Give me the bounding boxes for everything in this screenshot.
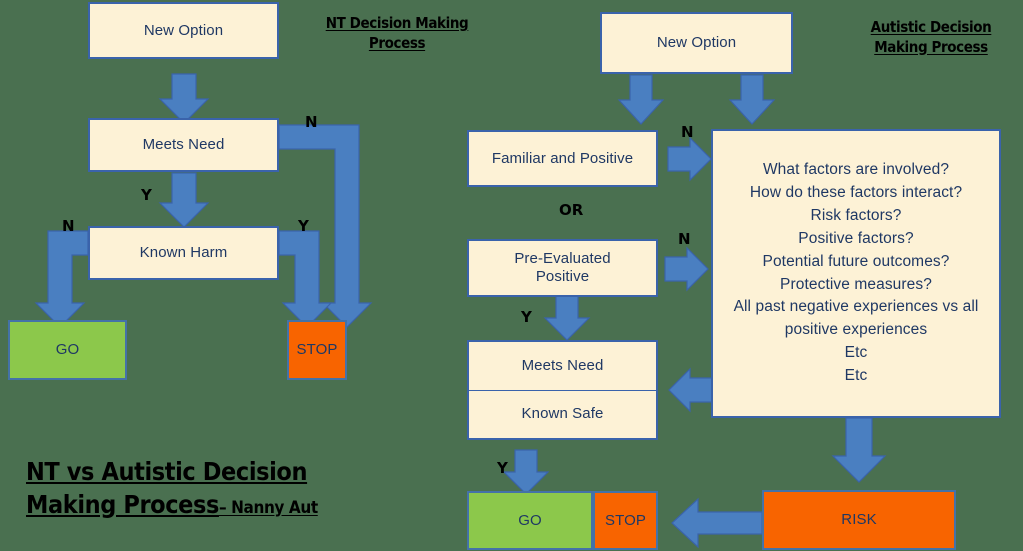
nt-go-box[interactable]: GO bbox=[8, 320, 127, 380]
aut-factor-line: Etc bbox=[844, 367, 868, 385]
nt-label-known-harm-yes: Y bbox=[298, 217, 309, 235]
nt-stop-box[interactable]: STOP bbox=[287, 320, 347, 380]
aut-factor-line: Potential future outcomes? bbox=[762, 252, 950, 270]
arrow-aut-knownsafe-yes-to-go bbox=[502, 449, 550, 495]
aut-factor-line: Risk factors? bbox=[810, 206, 902, 224]
nt-label-meets-need-no: N bbox=[305, 113, 318, 131]
arrow-aut-preeval-no-to-factors bbox=[664, 246, 709, 292]
aut-factor-line: How do these factors interact? bbox=[749, 183, 963, 201]
aut-label-familiar-no: N bbox=[681, 123, 694, 141]
arrow-nt-knownharm-no-to-go bbox=[34, 230, 89, 328]
arrow-nt-knownharm-yes-to-stop bbox=[278, 230, 333, 328]
arrow-nt-meetsneed-to-knownharm bbox=[158, 172, 210, 228]
aut-meets-need-known-safe-box[interactable]: Meets Need Known Safe bbox=[467, 340, 658, 440]
arrow-nt-meetsneed-no-to-stop bbox=[278, 124, 373, 328]
nt-meets-need-box[interactable]: Meets Need bbox=[88, 118, 279, 172]
aut-factor-line: Positive factors? bbox=[798, 229, 914, 247]
nt-label-meets-need-yes: Y bbox=[141, 186, 152, 204]
aut-stop-box[interactable]: STOP bbox=[593, 491, 658, 550]
aut-process-title-line1: Autistic Decision bbox=[870, 18, 992, 36]
nt-process-title-line1: NT Decision Making bbox=[325, 14, 469, 32]
arrow-aut-risk-to-gostop bbox=[671, 497, 763, 549]
aut-pre-evaluated-positive-box[interactable]: Pre-Evaluated Positive bbox=[467, 239, 658, 297]
aut-factor-line: Protective measures? bbox=[780, 275, 932, 293]
aut-factor-line: Etc bbox=[844, 344, 868, 362]
aut-process-title: Autistic Decision Making Process bbox=[841, 18, 1021, 58]
arrow-aut-newoption-to-familiar bbox=[617, 74, 665, 125]
aut-known-safe-cell[interactable]: Known Safe bbox=[521, 405, 604, 423]
aut-factor-line: What factors are involved? bbox=[762, 160, 950, 178]
arrow-aut-factors-to-risk bbox=[831, 417, 887, 483]
footer-title-credit: – Nanny Aut bbox=[218, 498, 318, 518]
aut-new-option-box[interactable]: New Option bbox=[600, 12, 793, 74]
arrow-aut-newoption-to-factors bbox=[728, 74, 776, 125]
nt-process-title: NT Decision Making Process bbox=[306, 14, 488, 54]
aut-process-title-line2: Making Process bbox=[874, 37, 988, 56]
nt-process-title-line2: Process bbox=[368, 33, 426, 52]
aut-risk-box[interactable]: RISK bbox=[762, 490, 956, 550]
footer-title: NT vs Autistic Decision Making Process– … bbox=[26, 455, 356, 521]
aut-factors-box[interactable]: What factors are involved? How do these … bbox=[711, 129, 1001, 418]
aut-factor-line: All past negative experiences vs all pos… bbox=[733, 298, 979, 339]
arrow-nt-newoption-to-meetsneed bbox=[158, 73, 210, 124]
footer-title-line2: Making Process bbox=[26, 490, 219, 519]
nt-label-known-harm-no: N bbox=[62, 217, 75, 235]
footer-title-line1: NT vs Autistic Decision bbox=[26, 457, 308, 486]
nt-known-harm-box[interactable]: Known Harm bbox=[88, 226, 279, 280]
aut-label-pre-eval-yes: Y bbox=[521, 308, 532, 326]
aut-go-box[interactable]: GO bbox=[467, 491, 593, 550]
aut-label-or: OR bbox=[559, 201, 584, 219]
aut-meets-need-cell[interactable]: Meets Need bbox=[469, 342, 656, 391]
nt-new-option-box[interactable]: New Option bbox=[88, 2, 279, 59]
aut-familiar-and-positive-box[interactable]: Familiar and Positive bbox=[467, 130, 658, 187]
arrow-aut-preeval-yes-to-meetsneed bbox=[543, 295, 591, 341]
arrow-aut-factors-to-meetsneed bbox=[668, 367, 713, 413]
aut-label-known-safe-yes: Y bbox=[497, 459, 508, 477]
aut-factors-list: What factors are involved? How do these … bbox=[721, 159, 991, 388]
arrow-aut-familiar-no-to-factors bbox=[667, 136, 712, 182]
aut-label-pre-eval-no: N bbox=[678, 230, 691, 248]
